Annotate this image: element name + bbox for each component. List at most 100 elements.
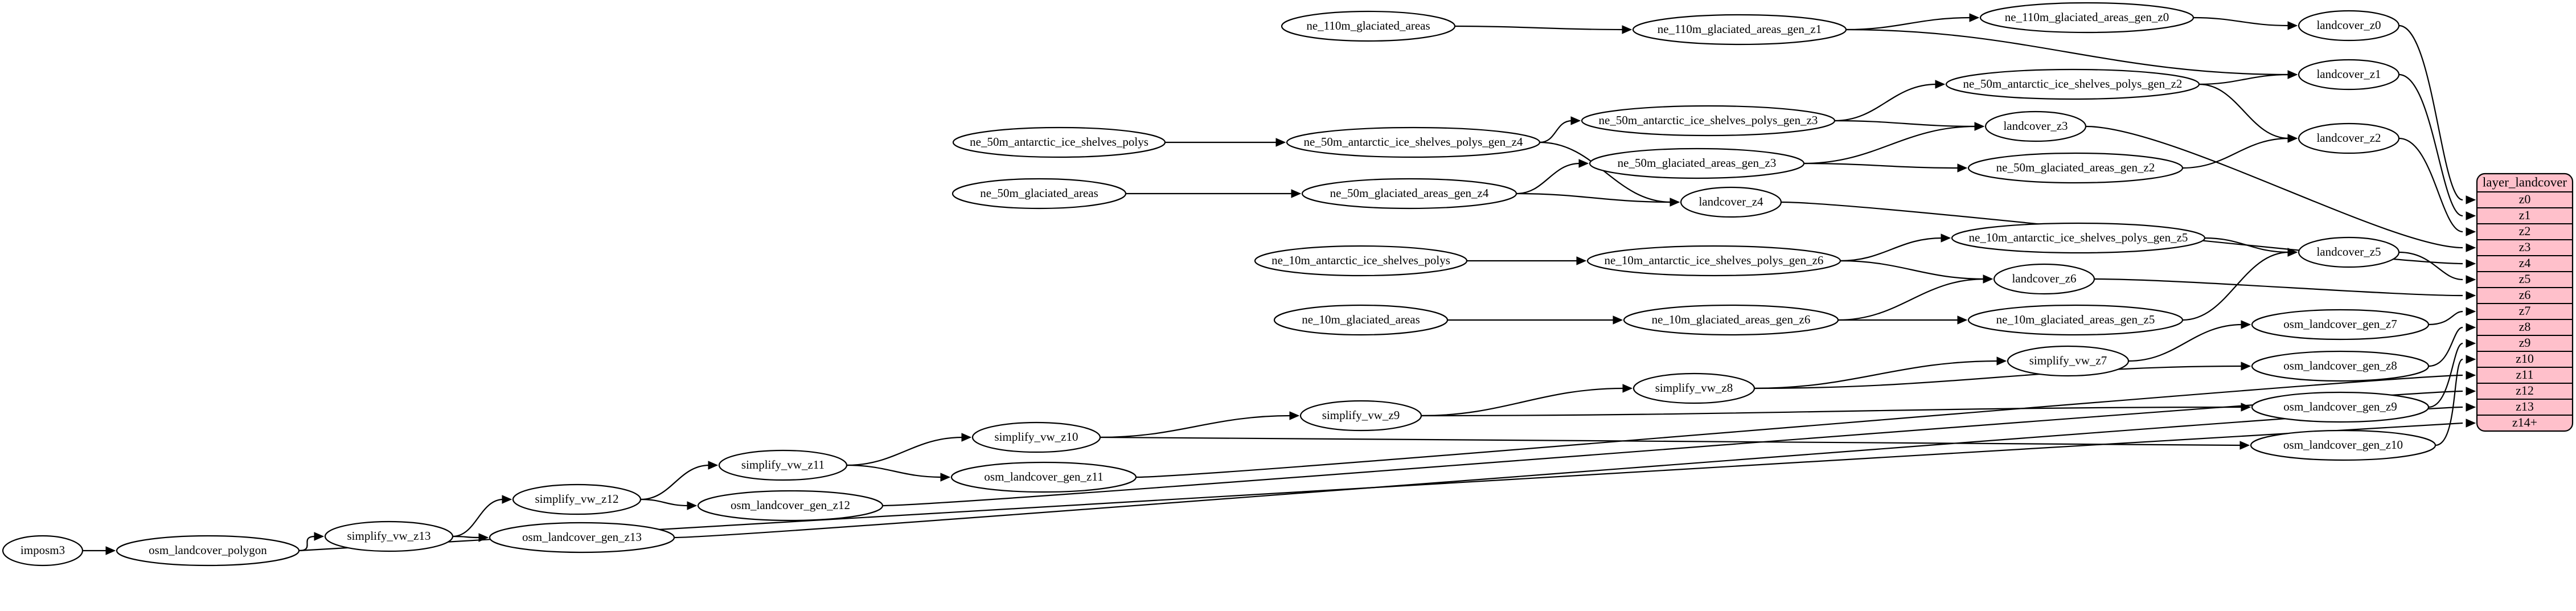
node-osm_landcover_polygon[interactable]: osm_landcover_polygon <box>116 535 300 567</box>
node-simplify_vw_z13[interactable]: simplify_vw_z13 <box>324 520 454 552</box>
node-label-ne_110m_glaciated_areas: ne_110m_glaciated_areas <box>1306 19 1430 32</box>
edge-arrowhead <box>1622 384 1633 393</box>
node-ellipse <box>971 421 1101 453</box>
edge-arrowhead <box>2466 355 2476 364</box>
node-ellipse <box>1254 245 1468 277</box>
edge-arrowhead <box>2466 227 2476 236</box>
node-label-simplify_vw_z13: simplify_vw_z13 <box>347 529 431 543</box>
edge-arrowhead <box>2287 70 2298 79</box>
node-label-ne_50m_antarctic_ice_shelves_polys_gen_z4: ne_50m_antarctic_ice_shelves_polys_gen_z… <box>1304 135 1523 149</box>
node-label-ne_110m_glaciated_areas_gen_z0: ne_110m_glaciated_areas_gen_z0 <box>2005 10 2169 24</box>
record-row-label-z12: z12 <box>2516 383 2534 397</box>
edge-arrowhead <box>2466 419 2476 428</box>
node-label-landcover_z4: landcover_z4 <box>1699 195 1763 208</box>
node-label-simplify_vw_z11: simplify_vw_z11 <box>741 458 825 471</box>
node-landcover_z3[interactable]: landcover_z3 <box>1984 110 2087 142</box>
record-row-label-z6: z6 <box>2519 288 2531 302</box>
node-landcover_z0[interactable]: landcover_z0 <box>2298 10 2400 42</box>
record-row-label-z11: z11 <box>2516 367 2534 382</box>
node-ne_10m_antarctic_ice_shelves_polys[interactable]: ne_10m_antarctic_ice_shelves_polys <box>1254 245 1468 277</box>
node-ne_10m_glaciated_areas_gen_z5[interactable]: ne_10m_glaciated_areas_gen_z5 <box>1967 304 2184 336</box>
edge-arrowhead <box>2466 243 2476 252</box>
node-label-landcover_z0: landcover_z0 <box>2316 18 2381 32</box>
node-simplify_vw_z9[interactable]: simplify_vw_z9 <box>1299 400 1422 432</box>
edge-arrowhead <box>961 433 972 442</box>
node-ellipse <box>1951 222 2206 254</box>
node-landcover_z2[interactable]: landcover_z2 <box>2298 122 2400 154</box>
node-label-osm_landcover_gen_z9: osm_landcover_gen_z9 <box>2283 400 2397 413</box>
node-ellipse <box>950 461 1137 493</box>
node-ne_50m_antarctic_ice_shelves_polys_gen_z3[interactable]: ne_50m_antarctic_ice_shelves_polys_gen_z… <box>1581 105 1836 137</box>
node-ellipse <box>697 490 884 522</box>
node-imposm3[interactable]: imposm3 <box>2 535 84 567</box>
edge-ne_50m_antarctic_ice_shelves_polys_gen_z4-to-ne_50m_antarctic_ice_shelves_polys_gen_z3 <box>1539 120 1573 143</box>
edge-simplify_vw_z10-to-simplify_vw_z9 <box>1100 415 1291 438</box>
edge-arrowhead <box>2466 387 2476 396</box>
edge-ne_10m_antarctic_ice_shelves_polys_gen_z5-to-landcover_z5 <box>2204 237 2290 253</box>
node-ne_50m_antarctic_ice_shelves_polys_gen_z4[interactable]: ne_50m_antarctic_ice_shelves_polys_gen_z… <box>1286 126 1541 158</box>
edge-arrowhead <box>314 532 325 541</box>
node-ne_50m_glaciated_areas_gen_z3[interactable]: ne_50m_glaciated_areas_gen_z3 <box>1589 147 1805 179</box>
edge-arrowhead <box>2241 320 2251 329</box>
edge-osm_landcover_gen_z10-to-layer_landcover-z10 <box>2435 358 2463 446</box>
node-label-ne_10m_glaciated_areas_gen_z5: ne_10m_glaciated_areas_gen_z5 <box>1996 313 2155 326</box>
record-row-label-z13: z13 <box>2516 399 2534 413</box>
edge-ne_50m_glaciated_areas_gen_z2-to-landcover_z2 <box>2182 137 2290 169</box>
node-simplify_vw_z8[interactable]: simplify_vw_z8 <box>1632 372 1755 404</box>
node-ellipse <box>2298 236 2400 268</box>
edge-ne_10m_antarctic_ice_shelves_polys_gen_z6-to-ne_10m_antarctic_ice_shelves_polys_gen_z5 <box>1840 237 1943 262</box>
node-osm_landcover_gen_z12[interactable]: osm_landcover_gen_z12 <box>697 490 884 522</box>
node-simplify_vw_z10[interactable]: simplify_vw_z10 <box>971 421 1101 453</box>
edge-landcover_z3-to-layer_landcover-z3 <box>2085 125 2463 249</box>
node-ne_110m_glaciated_areas[interactable]: ne_110m_glaciated_areas <box>1281 10 1456 42</box>
node-ellipse <box>2251 350 2430 382</box>
node-simplify_vw_z11[interactable]: simplify_vw_z11 <box>718 449 848 481</box>
node-landcover_z5[interactable]: landcover_z5 <box>2298 236 2400 268</box>
node-label-simplify_vw_z12: simplify_vw_z12 <box>535 492 619 506</box>
node-label-simplify_vw_z10: simplify_vw_z10 <box>995 430 1078 444</box>
node-osm_landcover_gen_z11[interactable]: osm_landcover_gen_z11 <box>950 461 1137 493</box>
node-simplify_vw_z12[interactable]: simplify_vw_z12 <box>512 483 642 515</box>
node-ellipse <box>1680 186 1782 218</box>
edge-ne_50m_glaciated_areas_gen_z3-to-ne_50m_glaciated_areas_gen_z2 <box>1803 162 1959 169</box>
node-osm_landcover_gen_z13[interactable]: osm_landcover_gen_z13 <box>489 522 675 553</box>
node-osm_landcover_gen_z9[interactable]: osm_landcover_gen_z9 <box>2251 391 2430 423</box>
edge-arrowhead <box>1622 25 1632 34</box>
node-ne_10m_glaciated_areas_gen_z6[interactable]: ne_10m_glaciated_areas_gen_z6 <box>1623 304 1839 336</box>
edge-arrowhead <box>1291 189 1302 198</box>
node-osm_landcover_gen_z8[interactable]: osm_landcover_gen_z8 <box>2251 350 2430 382</box>
edge-landcover_z6-to-layer_landcover-z6 <box>2094 278 2463 297</box>
node-label-simplify_vw_z7: simplify_vw_z7 <box>2029 354 2107 367</box>
edge-arrowhead <box>2466 403 2476 412</box>
node-ne_50m_glaciated_areas_gen_z2[interactable]: ne_50m_glaciated_areas_gen_z2 <box>1967 152 2184 184</box>
node-landcover_z4[interactable]: landcover_z4 <box>1680 186 1782 218</box>
node-ellipse <box>718 449 848 481</box>
edge-simplify_vw_z7-to-osm_landcover_gen_z7 <box>2128 323 2243 362</box>
node-ne_50m_glaciated_areas_gen_z4[interactable]: ne_50m_glaciated_areas_gen_z4 <box>1301 178 1517 210</box>
node-osm_landcover_gen_z10[interactable]: osm_landcover_gen_z10 <box>2250 429 2436 461</box>
edge-arrowhead <box>2466 211 2476 220</box>
node-ne_50m_antarctic_ice_shelves_polys[interactable]: ne_50m_antarctic_ice_shelves_polys <box>952 126 1166 158</box>
node-ne_10m_antarctic_ice_shelves_polys_gen_z5[interactable]: ne_10m_antarctic_ice_shelves_polys_gen_z… <box>1951 222 2206 254</box>
node-landcover_z1[interactable]: landcover_z1 <box>2298 59 2400 91</box>
node-ne_10m_antarctic_ice_shelves_polys_gen_z6[interactable]: ne_10m_antarctic_ice_shelves_polys_gen_z… <box>1586 245 1841 277</box>
node-ne_110m_glaciated_areas_gen_z1[interactable]: ne_110m_glaciated_areas_gen_z1 <box>1632 14 1847 46</box>
node-ne_110m_glaciated_areas_gen_z0[interactable]: ne_110m_glaciated_areas_gen_z0 <box>1979 2 2194 34</box>
node-label-simplify_vw_z8: simplify_vw_z8 <box>1655 381 1733 395</box>
edge-ne_110m_glaciated_areas_gen_z1-to-ne_110m_glaciated_areas_gen_z0 <box>1845 17 1971 31</box>
node-label-landcover_z3: landcover_z3 <box>2003 119 2068 133</box>
node-ellipse <box>952 126 1166 158</box>
node-ne_50m_antarctic_ice_shelves_polys_gen_z2[interactable]: ne_50m_antarctic_ice_shelves_polys_gen_z… <box>1945 68 2200 100</box>
edge-arrowhead <box>1613 315 1623 325</box>
edge-simplify_vw_z8-to-osm_landcover_gen_z8 <box>1754 365 2243 389</box>
edge-ne_110m_glaciated_areas_gen_z0-to-landcover_z0 <box>2193 17 2290 27</box>
node-landcover_z6[interactable]: landcover_z6 <box>1993 263 2095 295</box>
node-osm_landcover_gen_z7[interactable]: osm_landcover_gen_z7 <box>2251 309 2430 341</box>
node-ne_50m_glaciated_areas[interactable]: ne_50m_glaciated_areas <box>951 178 1127 210</box>
node-simplify_vw_z7[interactable]: simplify_vw_z7 <box>2007 345 2130 377</box>
node-ne_10m_glaciated_areas[interactable]: ne_10m_glaciated_areas <box>1273 304 1449 336</box>
node-label-osm_landcover_gen_z12: osm_landcover_gen_z12 <box>731 498 850 512</box>
edge-landcover_z1-to-layer_landcover-z1 <box>2398 73 2463 217</box>
edge-arrowhead <box>2466 195 2476 204</box>
